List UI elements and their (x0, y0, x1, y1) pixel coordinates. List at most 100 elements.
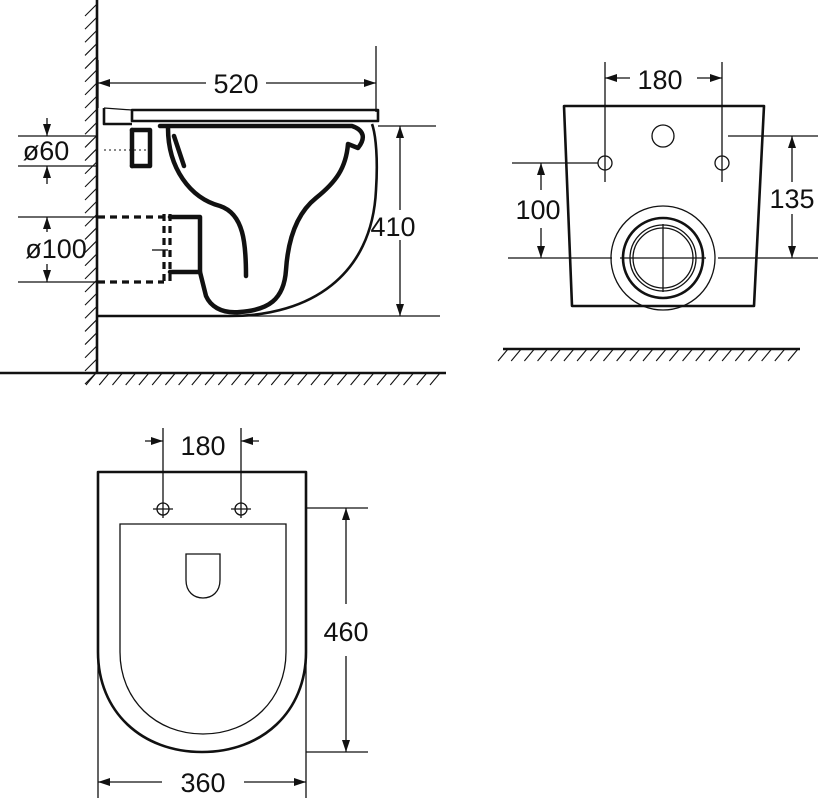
floor-line (0, 371, 446, 386)
hatch-mark (84, 292, 98, 306)
top-outer-outline (96, 470, 308, 754)
dim-label-360: 360 (180, 768, 225, 798)
waste-outlet-rings (610, 205, 716, 311)
dim-label-460: 460 (323, 617, 368, 647)
hatch-mark (84, 240, 98, 253)
hatch-mark (84, 345, 98, 359)
hatch-mark (655, 348, 667, 362)
hatch-mark (151, 372, 163, 386)
hatch-mark (84, 82, 98, 96)
hatch-mark (204, 372, 216, 386)
hatch-mark (84, 174, 98, 188)
hatch-mark (84, 108, 98, 122)
hatch-mark (310, 372, 322, 386)
hatch-mark (84, 16, 98, 30)
hatch-mark (84, 187, 98, 201)
dim-label-410: 410 (370, 212, 415, 242)
wall (84, 0, 99, 385)
hatch-mark (297, 372, 309, 386)
dim-label-60: ø60 (23, 136, 70, 166)
hatch-mark (695, 348, 707, 362)
dim-outlet-100: ø100 (18, 216, 98, 283)
hatch-mark (84, 29, 98, 43)
toilet-side-profile (98, 107, 440, 318)
hatch-mark (510, 348, 522, 362)
hatch-mark (603, 348, 614, 362)
hatch-mark (629, 348, 641, 362)
hatch-mark (497, 348, 509, 362)
hatch-mark (84, 43, 98, 56)
hatch-mark (84, 148, 98, 161)
hatch-mark (84, 121, 98, 135)
dim-rear-180: 180 (604, 62, 723, 182)
hatch-mark (178, 372, 190, 386)
hatch-mark (787, 348, 799, 362)
hatch-mark (85, 372, 97, 386)
hatch-mark (84, 332, 98, 345)
hatch-mark (191, 372, 203, 386)
hatch-mark (164, 372, 176, 386)
hatch-mark (257, 372, 269, 386)
hatch-mark (84, 227, 98, 240)
hatch-mark (537, 348, 548, 362)
hatch-mark (284, 372, 295, 386)
hatch-mark (708, 348, 720, 362)
water-inlet-hole (651, 124, 675, 148)
dim-top-460: 460 (306, 507, 369, 753)
outlet-pipe-dashed (98, 214, 203, 286)
hatch-mark (563, 348, 575, 362)
hatch-mark (84, 213, 98, 227)
hatch-mark (616, 348, 628, 362)
dim-top-360: 360 (97, 652, 307, 798)
rear-body-outline (562, 104, 766, 308)
hatch-mark (84, 3, 98, 17)
hatch-mark (84, 200, 98, 214)
hatch-mark (84, 358, 98, 372)
hatch-mark (336, 372, 348, 386)
hatch-mark (84, 135, 98, 148)
hatch-mark (721, 348, 733, 362)
side-view: 520 410 ø60 ø100 (0, 0, 446, 386)
flush-opening (185, 553, 221, 599)
hatch-mark (576, 348, 588, 362)
hatch-mark (84, 56, 98, 69)
hatch-mark (550, 348, 562, 362)
hatch-mark (350, 372, 362, 386)
hatch-mark (138, 372, 150, 386)
hatch-mark (98, 372, 110, 386)
hatch-mark (84, 253, 98, 267)
hatch-mark (642, 348, 654, 362)
hatch-mark (270, 372, 282, 386)
dim-label-rear-100: 100 (515, 195, 560, 225)
dim-label-rear-135: 135 (769, 184, 814, 214)
hatch-mark (389, 372, 401, 386)
hatch-mark (682, 348, 693, 362)
hatch-mark (323, 372, 335, 386)
dim-rear-100: 100 (508, 162, 612, 259)
dim-520: 520 (97, 46, 377, 112)
hatch-mark (84, 69, 98, 83)
hatch-mark (217, 372, 229, 386)
dim-label-100: ø100 (25, 234, 87, 264)
hatch-mark (668, 348, 680, 362)
hatch-mark (734, 348, 746, 362)
hatch-mark (363, 372, 375, 386)
floor-line-rear (497, 347, 800, 362)
dim-label-520: 520 (213, 69, 258, 99)
hatch-mark (231, 372, 242, 386)
dim-inlet-60: ø60 (18, 118, 98, 184)
hatch-mark (376, 372, 388, 386)
hatch-mark (84, 266, 98, 280)
hatch-mark (84, 161, 98, 175)
hatch-mark (84, 95, 98, 109)
hatch-mark (748, 348, 759, 362)
hatch-mark (589, 348, 601, 362)
hatch-mark (403, 372, 414, 386)
rear-view: 180 100 135 (497, 62, 818, 362)
hatch-mark (429, 372, 441, 386)
dim-label-rear-180: 180 (637, 65, 682, 95)
hatch-mark (125, 372, 137, 386)
top-seat-outline (119, 523, 287, 735)
dim-label-top-180: 180 (180, 431, 225, 461)
